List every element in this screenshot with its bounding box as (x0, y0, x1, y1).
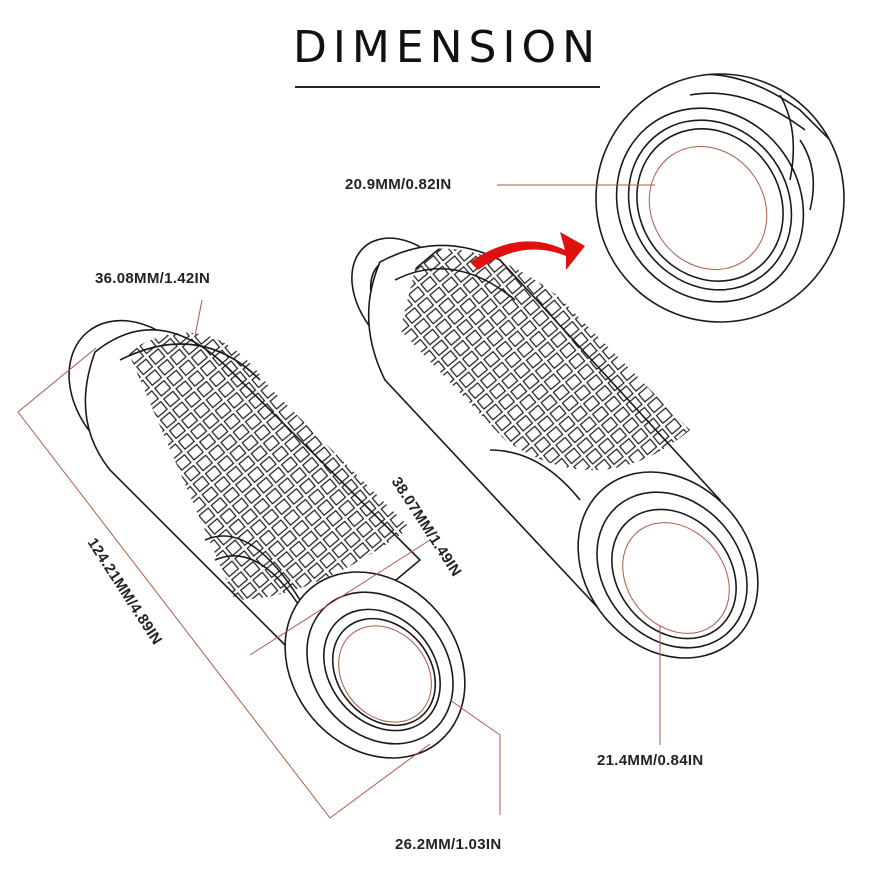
right-grip-front-collar (577, 471, 759, 659)
leader-inner-front (449, 699, 501, 815)
leader-length (17, 411, 331, 819)
label-outer-collar: 36.08MM/1.42IN (95, 270, 211, 287)
zoom-arrow-icon (470, 232, 585, 270)
zoom-detail (595, 73, 845, 323)
dimension-lines (17, 184, 661, 819)
label-inner-small-end: 20.9MM/0.82IN (345, 176, 452, 193)
leader-length-top (17, 347, 97, 413)
leader-length-bottom (329, 743, 431, 819)
page-title: DIMENSION (293, 22, 601, 73)
right-grip (351, 237, 759, 659)
leader-outer-collar (194, 299, 203, 337)
label-inner-large-end: 21.4MM/0.84IN (597, 752, 704, 769)
leader-outer-end (249, 539, 431, 656)
label-inner-front: 26.2MM/1.03IN (395, 836, 502, 853)
title-underline (295, 86, 600, 88)
